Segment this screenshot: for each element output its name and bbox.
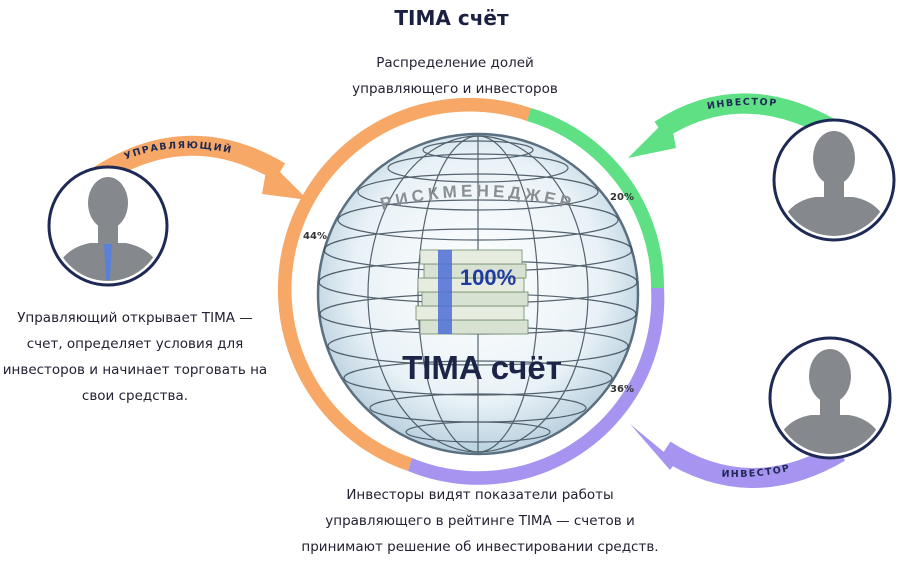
globe-percent: 100% xyxy=(460,265,516,290)
share-ring xyxy=(277,97,665,485)
ring-segment-investor-top xyxy=(527,108,665,288)
ring-label-investor-bottom: 36% xyxy=(610,384,634,395)
investor-top-arrow: ИНВЕСТОР xyxy=(628,93,835,158)
manager-caption: Управляющий открывает TIMA — счет, опред… xyxy=(2,310,268,404)
ring-segment-investor-bottom xyxy=(408,288,665,485)
ring-label-manager: 44% xyxy=(303,231,327,242)
page-title: TIMA счёт xyxy=(394,6,509,30)
globe-account-label: TIMA счёт xyxy=(402,349,562,386)
investor-caption: Инвесторы видят показатели работы управл… xyxy=(301,487,659,555)
ring-label-investor-top: 20% xyxy=(610,192,634,203)
manager-avatar xyxy=(47,165,169,287)
distribution-caption: Распределение долей управляющего и инвес… xyxy=(352,55,558,97)
investor-avatar-top xyxy=(772,118,896,242)
investor-avatar-bottom xyxy=(768,336,892,460)
money-stack-icon xyxy=(415,249,529,335)
